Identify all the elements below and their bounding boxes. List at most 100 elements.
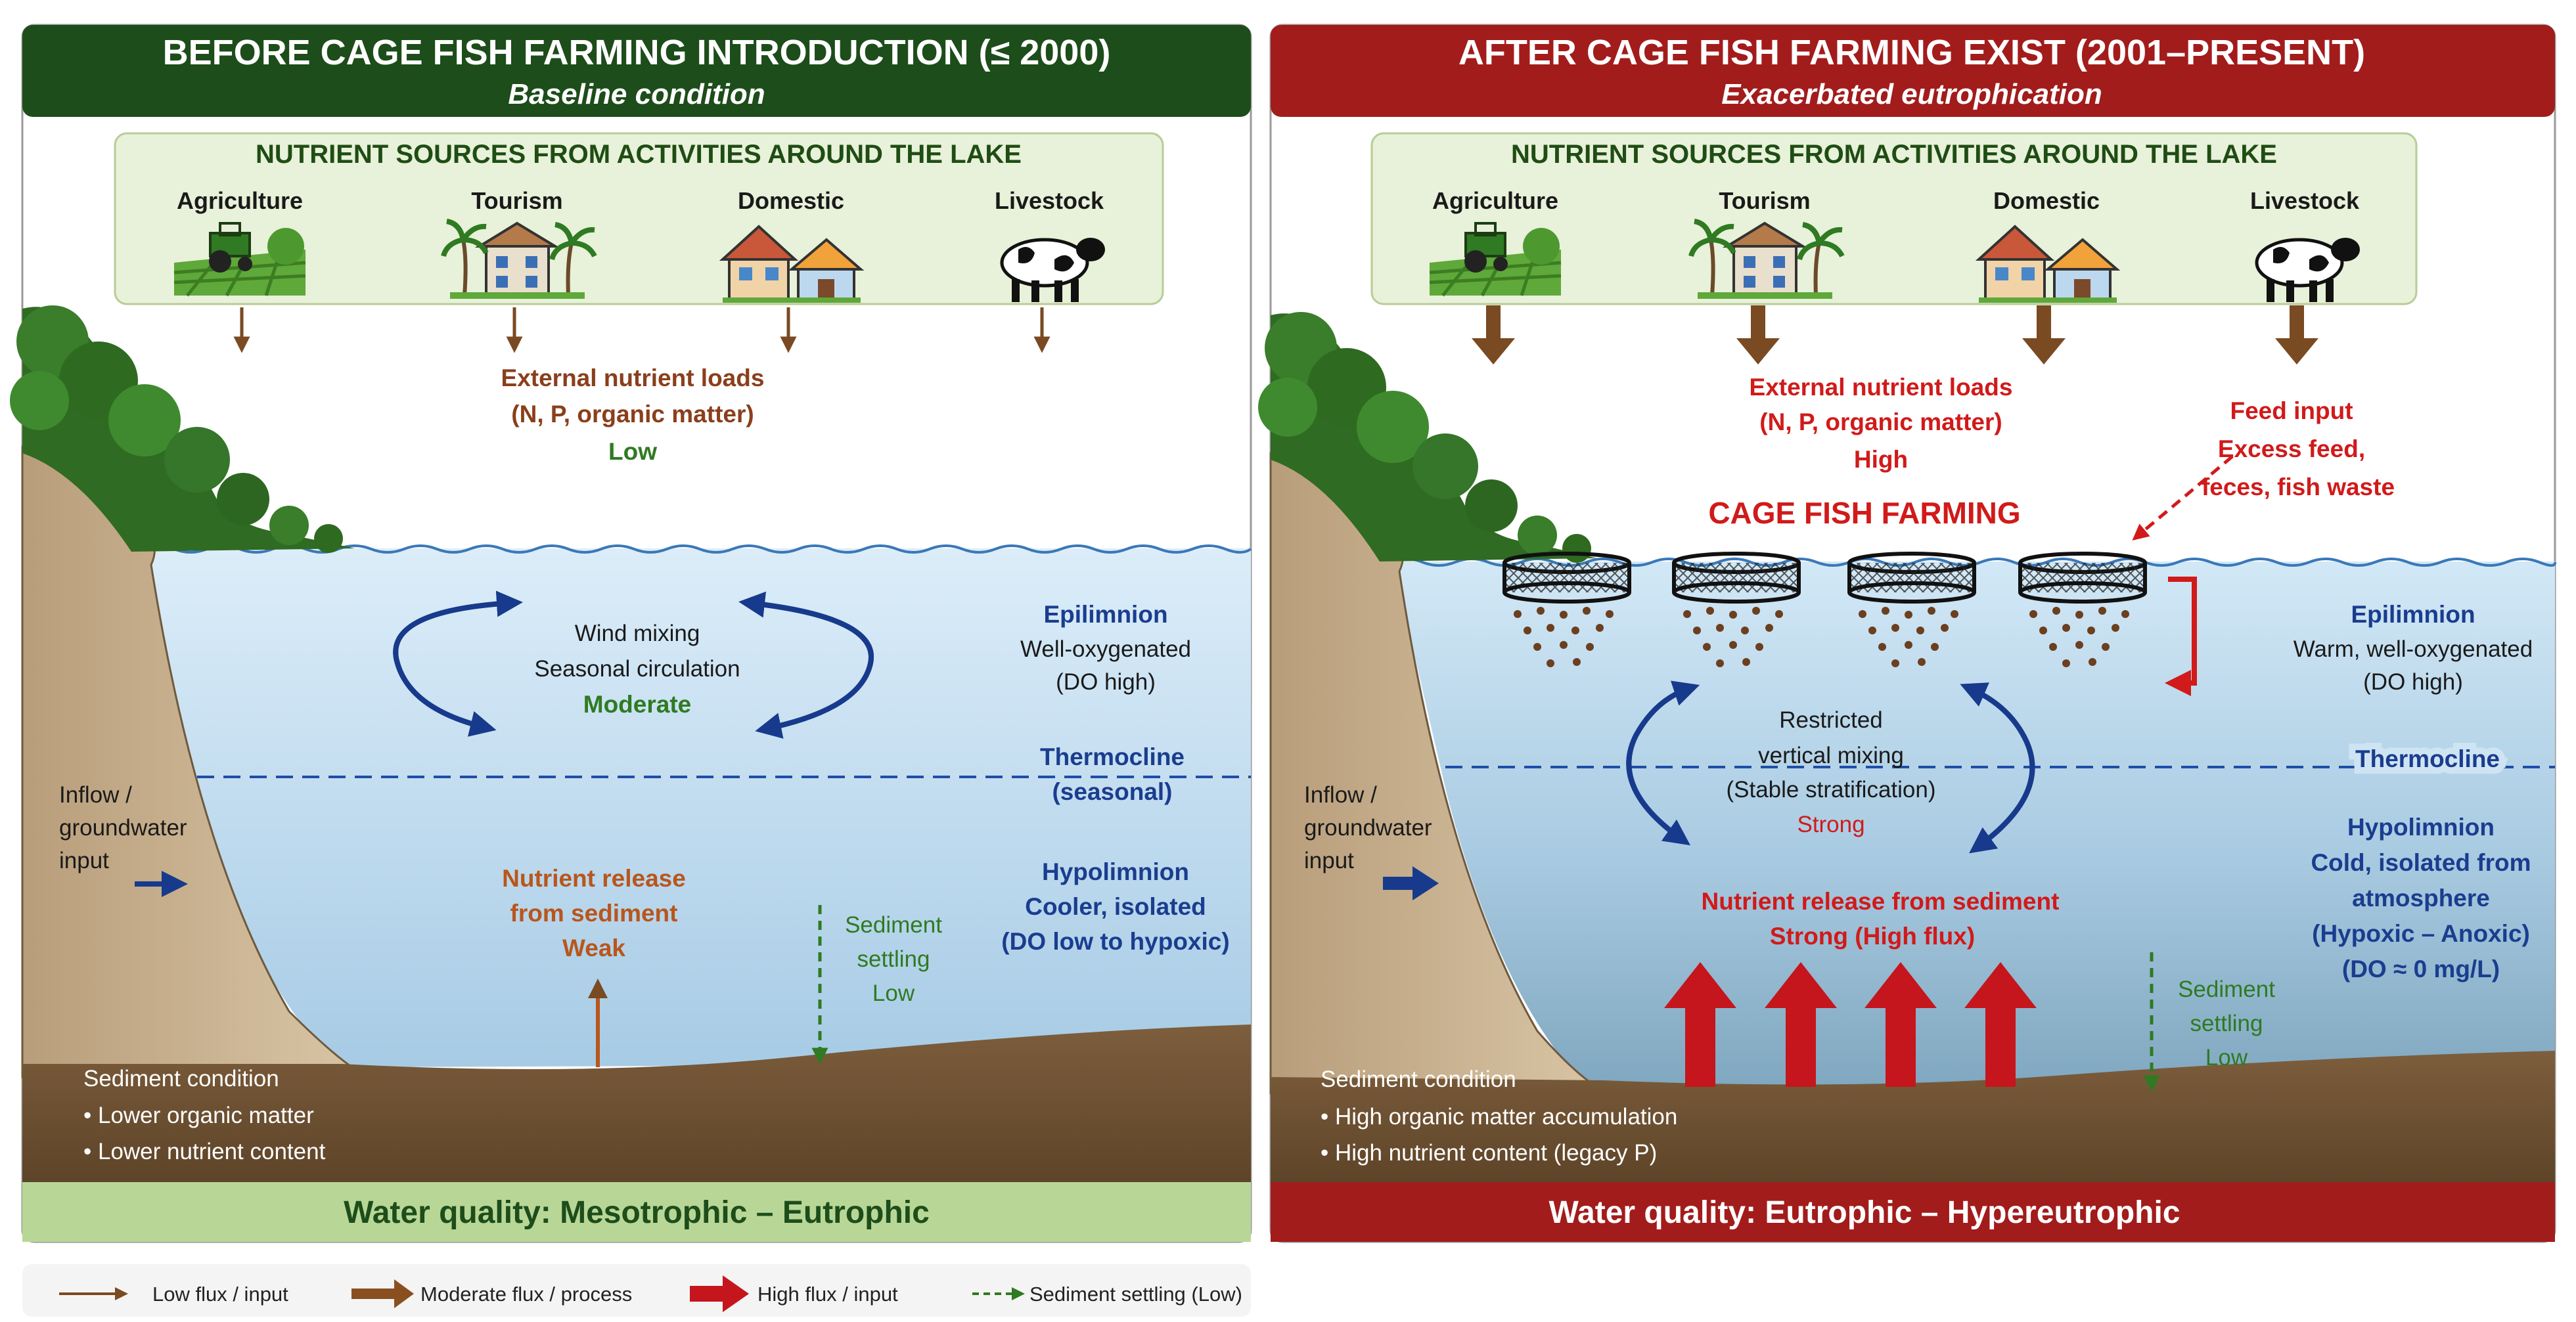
hypolimnion-desc-1: Cold, isolated from <box>2311 849 2531 876</box>
before-header <box>22 25 1251 117</box>
nutrient-release-level: Strong (High flux) <box>1770 923 1975 950</box>
epilimnion-bracket <box>2165 577 2197 696</box>
epilimnion-label: Epilimnion <box>1043 601 1167 628</box>
sediment-layer <box>1271 1051 2555 1182</box>
nutrient-release-label-2: from sediment <box>510 900 678 927</box>
epilimnion-label: Epilimnion <box>2351 601 2475 628</box>
inflow-label-1: Inflow / <box>59 782 132 808</box>
after-subtitle: Exacerbated eutrophication <box>1721 78 2102 110</box>
legend-label-low: Low flux / input <box>152 1283 288 1306</box>
tractor-field-icon <box>173 222 306 297</box>
fish-cage-icon <box>1503 552 1631 604</box>
medium-arrow-icon <box>351 1279 414 1308</box>
mixing-label-3: (Stable stratification) <box>1726 777 1935 803</box>
source-label-tourism: Tourism <box>471 187 562 214</box>
source-label-domestic: Domestic <box>1993 187 2100 214</box>
water-quality-label: Water quality: Mesotrophic – Eutrophic <box>344 1195 930 1230</box>
sediment-condition-title: Sediment condition <box>1321 1067 1516 1092</box>
feed-input-desc-1: Excess feed, <box>2218 435 2365 462</box>
inflow-label-3: input <box>59 848 109 873</box>
before-title: BEFORE CAGE FISH FARMING INTRODUCTION (≤… <box>163 33 1111 72</box>
fish-cage-icon <box>1847 552 1976 604</box>
resort-palm-icon <box>441 219 597 299</box>
hypolimnion-desc: Cooler, isolated <box>1025 893 1206 920</box>
source-label-domestic: Domestic <box>738 187 844 214</box>
external-loads-sub: (N, P, organic matter) <box>511 401 754 428</box>
sediment-condition-title: Sediment condition <box>83 1066 279 1091</box>
low-flux-arrows <box>233 307 1051 353</box>
forest <box>1258 312 1596 563</box>
inflow-label-2: groundwater <box>59 815 187 841</box>
source-label-agriculture: Agriculture <box>177 187 303 214</box>
tractor-field-icon <box>1429 222 1562 297</box>
water-surface <box>1389 558 2556 567</box>
source-label-livestock: Livestock <box>995 187 1104 214</box>
water-quality-bar <box>22 1182 1251 1242</box>
mixing-label-2: Seasonal circulation <box>534 656 740 682</box>
legend: Low flux / input Moderate flux / process… <box>22 1264 1251 1317</box>
sediment-condition-item-1: • Lower organic matter <box>83 1103 314 1128</box>
inflow-label-3: input <box>1304 848 1354 873</box>
fish-cage-icon <box>2018 552 2147 604</box>
nutrient-release-label-1: Nutrient release <box>502 865 686 892</box>
mixing-level: Moderate <box>583 691 691 718</box>
before-subtitle: Baseline condition <box>508 78 765 110</box>
hypolimnion-label: Hypolimnion <box>1042 858 1189 885</box>
before-panel: BEFORE CAGE FISH FARMING INTRODUCTION (≤… <box>10 24 1252 1243</box>
external-loads-label: External nutrient loads <box>1750 374 2013 401</box>
after-panel: AFTER CAGE FISH FARMING EXIST (2001–PRES… <box>1258 24 2556 1243</box>
feed-input-arrow <box>2132 455 2234 541</box>
source-label-agriculture: Agriculture <box>1432 187 1558 214</box>
inflow-arrow <box>1383 866 1439 900</box>
water-quality-bar <box>1271 1182 2555 1242</box>
thermocline-label: Thermocline <box>1040 743 1185 770</box>
moderate-flux-arrows <box>1472 305 2318 364</box>
nutrient-release-level: Weak <box>562 935 625 961</box>
mixing-level: Strong <box>1797 812 1864 837</box>
inflow-label-2: groundwater <box>1304 815 1432 841</box>
fish-cages <box>1503 552 2147 604</box>
mixing-label-1: Restricted <box>1779 707 1883 733</box>
fish-waste-particles <box>1514 607 2129 667</box>
epilimnion-desc: Warm, well-oxygenated <box>2294 636 2533 662</box>
mixing-arrow-right-top <box>738 591 874 732</box>
epilimnion-desc: Well-oxygenated <box>1020 636 1191 662</box>
houses-icon <box>719 225 865 303</box>
mixing-arrow-right-down <box>1968 686 2035 854</box>
sediment-condition-item-2: • High nutrient content (legacy P) <box>1321 1140 1657 1166</box>
sources-heading: NUTRIENT SOURCES FROM ACTIVITIES AROUND … <box>256 140 1022 169</box>
settling-label-2: settling <box>2190 1011 2263 1036</box>
thermocline-desc: (seasonal) <box>1052 778 1172 805</box>
settling-label-1: Sediment <box>2178 977 2275 1002</box>
settling-label-1: Sediment <box>845 912 942 938</box>
cow-icon <box>2255 238 2360 302</box>
water-quality-label: Water quality: Eutrophic – Hypereutrophi… <box>1548 1195 2180 1230</box>
feed-input-desc-2: feces, fish waste <box>2202 474 2395 500</box>
resort-palm-icon <box>1688 219 1845 299</box>
sediment-condition-item-2: • Lower nutrient content <box>83 1139 326 1164</box>
nutrient-sources-box <box>114 132 1164 305</box>
cage-farming-title: CAGE FISH FARMING <box>1708 496 2020 530</box>
sediment-condition-item-1: • High organic matter accumulation <box>1321 1104 1677 1130</box>
legend-label-moderate: Moderate flux / process <box>420 1283 632 1306</box>
nutrient-sources-box <box>1370 132 2418 305</box>
after-header <box>1271 25 2555 117</box>
houses-icon <box>1975 225 2121 303</box>
hypolimnion-desc-2: atmosphere <box>2352 885 2490 912</box>
thick-red-arrow-icon <box>690 1275 749 1312</box>
fish-cage-icon <box>1672 552 1801 604</box>
nutrient-release-label: Nutrient release from sediment <box>1702 888 2060 915</box>
thermocline-label: Thermocline <box>2355 745 2500 772</box>
mixing-label-1: Wind mixing <box>575 621 700 646</box>
legend-label-high: High flux / input <box>757 1283 898 1306</box>
mixing-arrow-left-top <box>393 590 523 730</box>
feed-input-label: Feed input <box>2230 397 2353 424</box>
external-loads-sub: (N, P, organic matter) <box>1759 408 2002 435</box>
inflow-label-1: Inflow / <box>1304 782 1377 808</box>
high-flux-arrows <box>1664 962 2037 1087</box>
settling-level: Low <box>2205 1045 2248 1070</box>
epilimnion-do: (DO high) <box>2363 669 2463 695</box>
forest <box>10 305 355 553</box>
external-loads-level: High <box>1854 446 1908 473</box>
